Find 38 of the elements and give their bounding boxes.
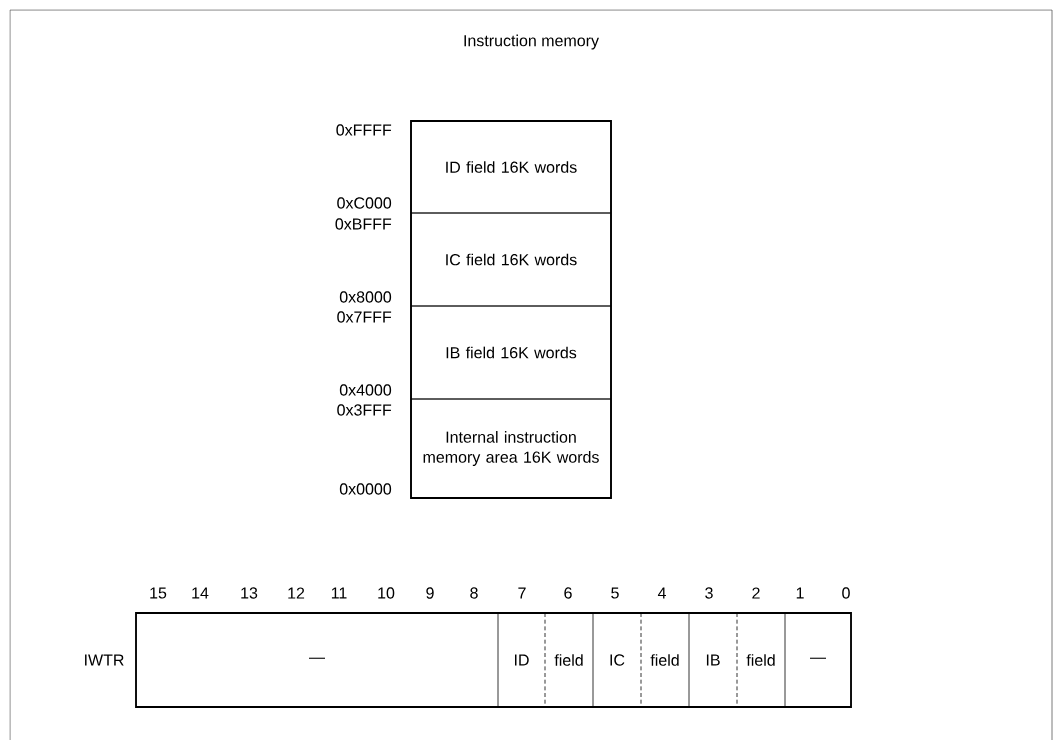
bit-number: 5 bbox=[611, 587, 619, 599]
address-label: 0x0000 bbox=[339, 483, 392, 495]
bit-number: 14 bbox=[192, 587, 209, 599]
memory-segment: IC field 16K words bbox=[410, 212, 612, 307]
register-name: IWTR bbox=[85, 654, 124, 666]
node-label: ID field 16K words bbox=[446, 161, 577, 173]
bit-number: 11 bbox=[331, 587, 347, 599]
bit-number: 13 bbox=[241, 587, 258, 599]
bit-number: 9 bbox=[426, 587, 434, 599]
bit-number: 10 bbox=[378, 587, 395, 599]
bit-number: 12 bbox=[288, 587, 305, 599]
bit-number: 3 bbox=[705, 587, 713, 599]
bit-field-label: field bbox=[746, 654, 775, 666]
address-label: 0x3FFF bbox=[337, 404, 392, 416]
address-label: 0x8000 bbox=[339, 291, 392, 303]
bit-number: 7 bbox=[518, 587, 526, 599]
bit-number: 0 bbox=[842, 587, 850, 599]
bit-number: 8 bbox=[470, 587, 478, 599]
address-label: 0x4000 bbox=[339, 384, 392, 396]
bit-field-label: — bbox=[309, 657, 325, 659]
bit-number: 6 bbox=[564, 587, 572, 599]
address-label: 0x7FFF bbox=[337, 311, 392, 323]
bit-field-label: IB bbox=[706, 654, 720, 666]
bit-number: 1 bbox=[796, 587, 804, 599]
bit-field-label: ID bbox=[515, 654, 529, 666]
bit-field-label: field bbox=[650, 654, 679, 666]
diagram-title: Instruction memory bbox=[464, 34, 599, 50]
address-label: 0xBFFF bbox=[335, 218, 392, 230]
bit-field-label: field bbox=[554, 654, 583, 666]
bit-field-label: — bbox=[810, 657, 826, 659]
bit-field-label: IC bbox=[610, 654, 625, 666]
memory-segment: IB field 16K words bbox=[410, 305, 612, 400]
bit-number: 15 bbox=[150, 587, 167, 599]
bit-number: 2 bbox=[752, 587, 760, 599]
address-label: 0xC000 bbox=[337, 197, 392, 209]
memory-segment: Internal instruction memory area 16K words bbox=[410, 398, 612, 499]
bit-number: 4 bbox=[657, 587, 666, 599]
address-label: 0xFFFF bbox=[336, 124, 392, 136]
